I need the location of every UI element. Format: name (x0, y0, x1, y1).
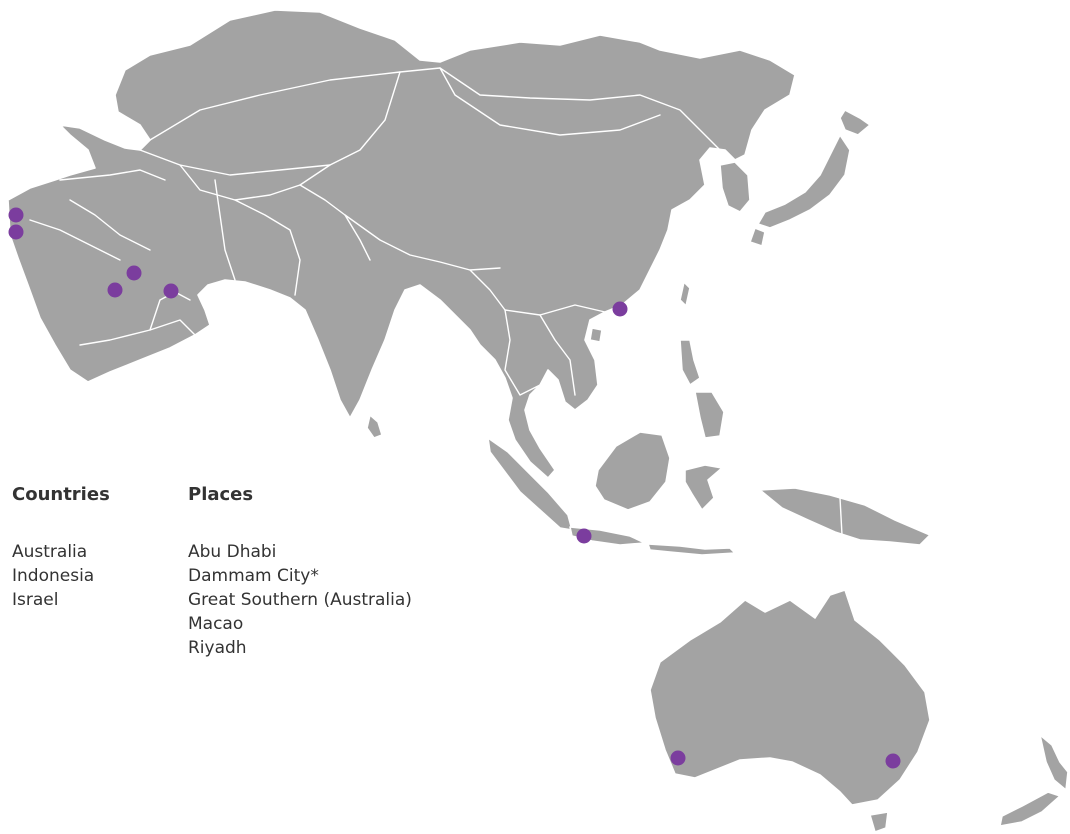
marker-israel-north[interactable] (8, 207, 24, 223)
marker-dammam-city[interactable] (126, 265, 142, 281)
borders-layer (29, 67, 843, 536)
landmass-sri-lanka (366, 414, 383, 439)
legend-place-item: Dammam City* (188, 566, 319, 586)
border-afghanistan-pakistan (234, 199, 301, 296)
border-iraq-syria (69, 199, 151, 251)
landmass-hainan (589, 327, 603, 343)
legend-places-list: Abu Dhabi Dammam City* Great Southern (A… (188, 540, 412, 660)
landmass-philippines-luzon (679, 339, 701, 386)
landmass-taiwan (679, 281, 691, 307)
legend-place-item: Abu Dhabi (188, 542, 277, 562)
legend-place-item: Riyadh (188, 638, 247, 658)
border-png (839, 497, 843, 536)
landmass-korea (719, 161, 751, 213)
legend-countries-heading: Countries (12, 484, 110, 505)
marker-australia-se[interactable] (885, 753, 901, 769)
border-china-se-asia (469, 269, 606, 316)
markers-layer (8, 207, 901, 769)
landmass-tasmania (869, 811, 889, 833)
legend-places-heading: Places (188, 484, 254, 505)
border-china-india (344, 214, 501, 271)
landmass-new-zealand-south (999, 791, 1061, 827)
landmass-japan-hokkaido (839, 109, 871, 136)
border-saudi-north (29, 219, 121, 261)
legend-country-item: Australia (12, 542, 88, 562)
landmass-japan-kyushu (749, 227, 766, 247)
legend-country-item: Indonesia (12, 566, 95, 586)
marker-riyadh[interactable] (107, 282, 123, 298)
border-iran-afghanistan (214, 179, 236, 281)
legend-place-item: Great Southern (Australia) (188, 590, 412, 610)
border-indochina (504, 309, 576, 396)
border-central-asia (179, 164, 331, 201)
marker-macao[interactable] (612, 301, 628, 317)
marker-abu-dhabi[interactable] (163, 283, 179, 299)
landmass-new-zealand-north (1039, 734, 1069, 791)
legend-country-item: Israel (12, 590, 59, 610)
landmass-layer (7, 9, 1069, 833)
border-kazakhstan (139, 71, 401, 176)
landmass-australia (649, 589, 931, 806)
marker-indonesia[interactable] (576, 528, 592, 544)
landmass-sulawesi (684, 464, 723, 511)
legend-countries: Countries Australia Indonesia Israel (12, 484, 110, 612)
legend-places: Places Abu Dhabi Dammam City* Great Sout… (188, 484, 412, 660)
landmass-lesser-sunda (647, 543, 736, 556)
border-turkey-caucasus (59, 169, 166, 181)
landmass-philippines-south (694, 391, 725, 439)
landmass-borneo (594, 431, 671, 511)
legend-place-item: Macao (188, 614, 244, 634)
legend-countries-list: Australia Indonesia Israel (12, 540, 110, 612)
landmass-eurasia (7, 9, 796, 479)
border-mongolia (439, 67, 661, 136)
landmass-new-guinea (759, 487, 931, 546)
landmass-japan-honshu (757, 134, 851, 229)
border-russia-south (149, 67, 721, 151)
landmass-sumatra (487, 437, 573, 531)
marker-great-southern[interactable] (670, 750, 686, 766)
marker-israel-south[interactable] (8, 224, 24, 240)
